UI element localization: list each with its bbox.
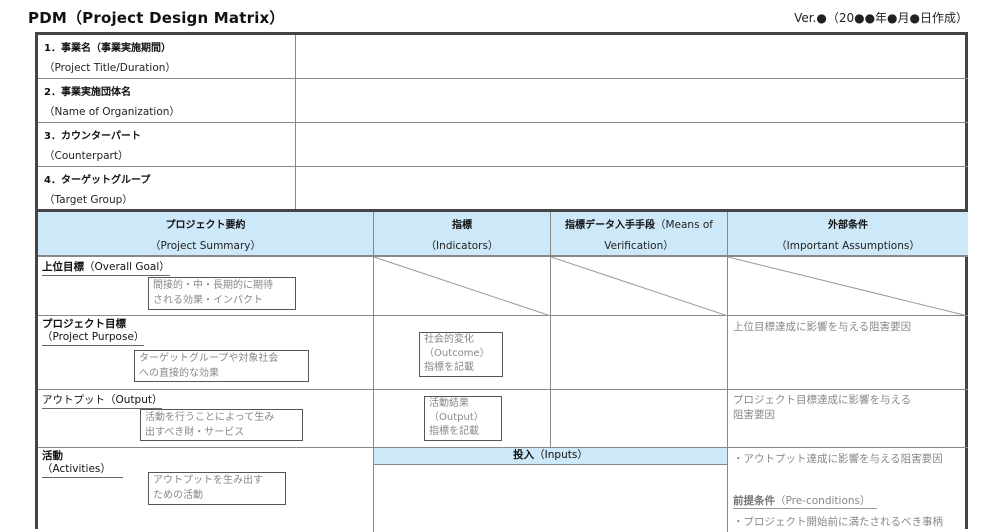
info-label-en: （Name of Organization） bbox=[44, 106, 180, 118]
info-label-en: （Project Title/Duration） bbox=[44, 62, 176, 74]
overall-goal-note: 間接的・中・長期的に期待 される効果・インパクト bbox=[148, 277, 296, 310]
inputs-header: 投入（Inputs） bbox=[374, 448, 727, 465]
diagonal-strike bbox=[728, 257, 968, 316]
project-purpose-indicators-cell[interactable]: 社会的変化 （Outcome） 指標を記載 bbox=[374, 316, 551, 390]
output-means-cell[interactable] bbox=[551, 390, 728, 448]
info-row-counterpart: 3．カウンターパート （Counterpart） bbox=[38, 123, 968, 167]
overall-goal-summary-cell[interactable]: 上位目標（Overall Goal） 間接的・中・長期的に期待 される効果・イン… bbox=[38, 257, 374, 316]
header-important-assumptions: 外部条件 （Important Assumptions） bbox=[728, 212, 968, 257]
pdm-table: 1．事業名（事業実施期間） （Project Title/Duration） 2… bbox=[35, 32, 968, 532]
info-label-en: （Target Group） bbox=[44, 194, 133, 206]
info-label-jp: 1．事業名（事業実施期間） bbox=[44, 43, 171, 54]
project-purpose-assumptions-cell[interactable]: 上位目標達成に影響を与える阻害要因 bbox=[728, 316, 968, 390]
info-label-jp: 3．カウンターパート bbox=[44, 131, 141, 142]
output-indicator-note: 活動結果 （Output） 指標を記載 bbox=[424, 396, 502, 441]
overall-goal-assumptions-cell[interactable] bbox=[728, 257, 968, 316]
page-title: PDM（Project Design Matrix） bbox=[28, 9, 285, 27]
info-label-en: （Counterpart） bbox=[44, 150, 129, 162]
target-group-field[interactable] bbox=[296, 167, 968, 210]
section-divider bbox=[38, 209, 968, 212]
inputs-cell[interactable]: 投入（Inputs） bbox=[374, 448, 728, 532]
project-title-field[interactable] bbox=[296, 35, 968, 78]
overall-goal-indicators-cell[interactable] bbox=[374, 257, 551, 316]
counterpart-field[interactable] bbox=[296, 123, 968, 166]
preconditions-label: 前提条件（Pre-conditions） bbox=[733, 493, 877, 509]
output-indicators-cell[interactable]: 活動結果 （Output） 指標を記載 bbox=[374, 390, 551, 448]
header-project-summary: プロジェクト要約 （Project Summary） bbox=[38, 212, 374, 257]
info-label-jp: 2．事業実施団体名 bbox=[44, 87, 131, 98]
output-note: 活動を行うことによって生み 出すべき財・サービス bbox=[140, 409, 303, 441]
activities-label: 活動（Activities） bbox=[42, 450, 123, 478]
diagonal-strike bbox=[374, 257, 551, 316]
output-assumptions-cell[interactable]: プロジェクト目標達成に影響を与える 阻害要因 bbox=[728, 390, 968, 448]
output-label: アウトプット（Output） bbox=[42, 392, 163, 409]
version-info: Ver.●（20●●年●月●日作成） bbox=[794, 11, 968, 25]
info-row-target-group: 4．ターゲットグループ （Target Group） bbox=[38, 167, 968, 210]
overall-goal-label: 上位目標（Overall Goal） bbox=[42, 259, 170, 276]
output-summary-cell[interactable]: アウトプット（Output） 活動を行うことによって生み 出すべき財・サービス bbox=[38, 390, 374, 448]
project-purpose-means-cell[interactable] bbox=[551, 316, 728, 390]
project-purpose-label: プロジェクト目標（Project Purpose） bbox=[42, 318, 145, 346]
activities-note: アウトプットを生み出す ための活動 bbox=[148, 472, 286, 505]
info-label-jp: 4．ターゲットグループ bbox=[44, 175, 151, 186]
project-purpose-summary-cell[interactable]: プロジェクト目標（Project Purpose） ターゲットグループや対象社会… bbox=[38, 316, 374, 390]
project-purpose-note: ターゲットグループや対象社会 への直接的な効果 bbox=[134, 350, 309, 382]
info-row-project-title: 1．事業名（事業実施期間） （Project Title/Duration） bbox=[38, 35, 968, 79]
info-row-organization: 2．事業実施団体名 （Name of Organization） bbox=[38, 79, 968, 123]
header-means-of-verification: 指標データ入手手段（Means of Verification） bbox=[551, 212, 728, 257]
organization-field[interactable] bbox=[296, 79, 968, 122]
header-indicators: 指標 （Indicators） bbox=[374, 212, 551, 257]
overall-goal-means-cell[interactable] bbox=[551, 257, 728, 316]
activities-assumptions-cell[interactable]: ・アウトプット達成に影響を与える阻害要因 前提条件（Pre-conditions… bbox=[733, 453, 943, 528]
outcome-indicator-note: 社会的変化 （Outcome） 指標を記載 bbox=[419, 332, 503, 377]
activities-summary-cell[interactable]: 活動（Activities） アウトプットを生み出す ための活動 bbox=[38, 448, 374, 532]
diagonal-strike bbox=[551, 257, 728, 316]
